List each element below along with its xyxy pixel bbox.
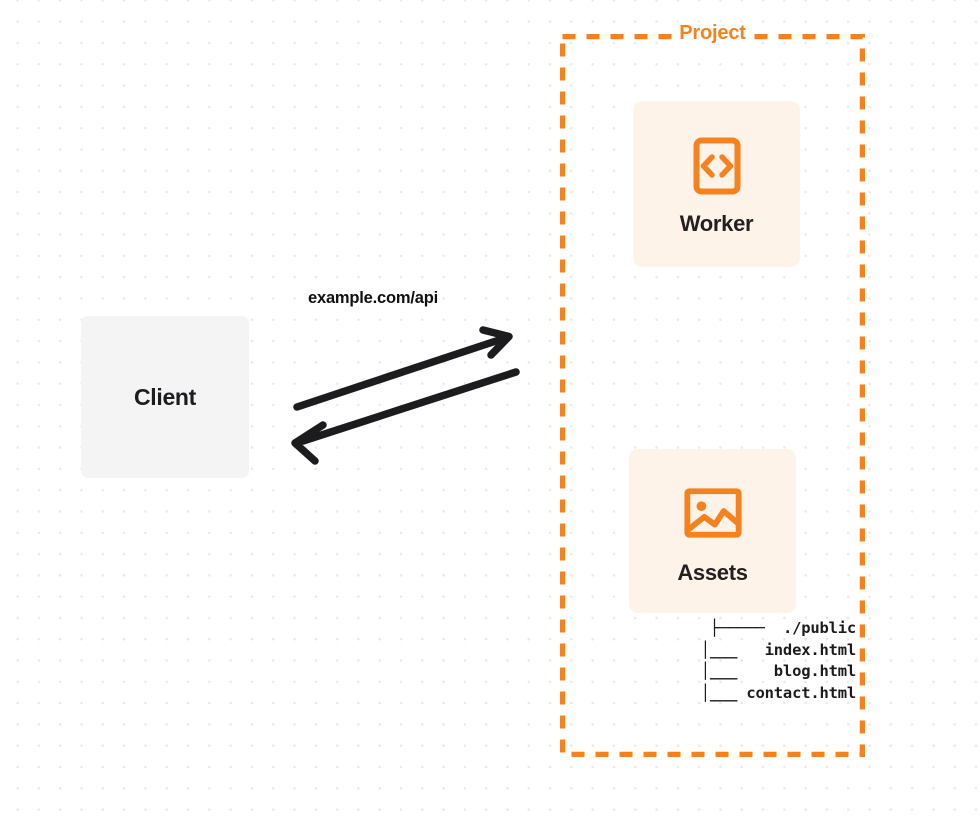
client-node[interactable]: Client bbox=[81, 316, 249, 478]
connection-arrows bbox=[291, 326, 520, 465]
project-title: Project bbox=[672, 22, 753, 45]
file-tree: ├───── ./public │___ index.html │___ blo… bbox=[700, 619, 856, 702]
request-arrow-icon bbox=[293, 326, 513, 411]
code-brackets-icon bbox=[687, 135, 747, 197]
connection-label: example.com/api bbox=[308, 289, 438, 307]
worker-node[interactable]: Worker bbox=[633, 101, 800, 267]
client-label: Client bbox=[133, 383, 197, 410]
assets-node[interactable]: Assets bbox=[629, 449, 796, 613]
project-container: Project Worker Assets bbox=[560, 22, 865, 757]
response-arrow-icon bbox=[291, 368, 520, 465]
assets-label: Assets bbox=[677, 560, 748, 585]
worker-label: Worker bbox=[679, 211, 754, 236]
image-picture-icon bbox=[683, 482, 743, 544]
